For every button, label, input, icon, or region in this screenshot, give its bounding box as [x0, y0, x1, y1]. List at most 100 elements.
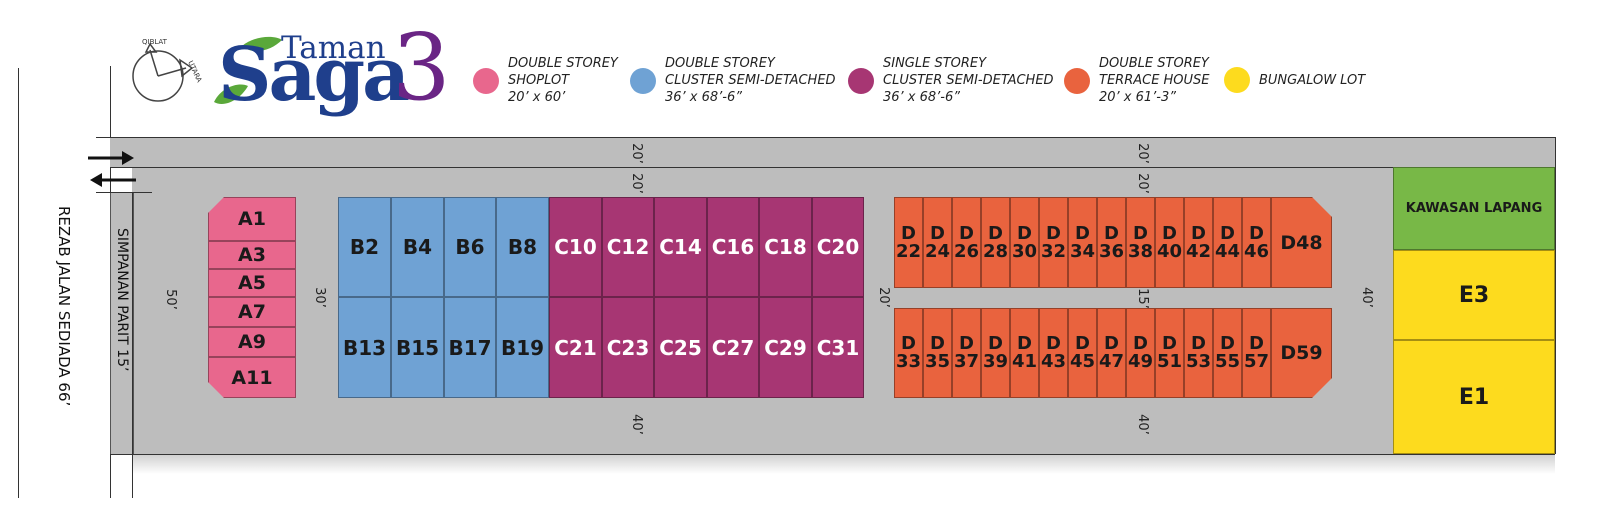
lot-number: 40 — [1156, 240, 1183, 262]
lot-a5[interactable]: A5 — [208, 269, 296, 297]
legend-swatch — [848, 68, 874, 94]
lot-c27[interactable]: C27 — [707, 297, 759, 398]
lot-e3[interactable]: E3 — [1393, 250, 1555, 340]
lot-prefix: D — [1220, 222, 1235, 244]
lot-number: 45 — [1069, 351, 1096, 372]
lot-prefix: D — [901, 333, 916, 354]
lot-b17[interactable]: B17 — [444, 297, 496, 398]
boundary-line — [96, 137, 1555, 138]
lot-number: 39 — [982, 351, 1009, 372]
lot-b2[interactable]: B2 — [338, 197, 391, 297]
lot-prefix: D — [1191, 222, 1206, 244]
lot-a3[interactable]: A3 — [208, 241, 296, 269]
lot-a7[interactable]: A7 — [208, 297, 296, 327]
lot-d59[interactable]: D59 — [1271, 308, 1332, 398]
dimension-label: 40’ — [1358, 287, 1374, 308]
legend-swatch — [473, 68, 499, 94]
lot-prefix: D — [1162, 333, 1177, 354]
lot-c21[interactable]: C21 — [549, 297, 602, 398]
lot-number: 43 — [1040, 351, 1067, 372]
lot-c14[interactable]: C14 — [654, 197, 707, 297]
lot-number: 53 — [1185, 351, 1212, 372]
lot-b15[interactable]: B15 — [391, 297, 444, 398]
boundary-line — [110, 454, 1555, 455]
lane-label: SIMPANAN PARIT 15’ — [114, 228, 130, 372]
legend-swatch — [630, 68, 656, 94]
arrow-right-icon — [88, 151, 134, 165]
lot-b4[interactable]: B4 — [391, 197, 444, 297]
lot-prefix: D — [988, 222, 1003, 244]
lot-b19[interactable]: B19 — [496, 297, 549, 398]
lot-b6[interactable]: B6 — [444, 197, 496, 297]
lot-prefix: D — [1017, 333, 1032, 354]
lot-prefix: D — [930, 222, 945, 244]
lot-number: 35 — [924, 351, 951, 372]
lot-c31[interactable]: C31 — [812, 297, 864, 398]
legend-line: CLUSTER SEMI-DETACHED — [883, 73, 1054, 88]
legend-line: DOUBLE STOREY — [1099, 56, 1209, 71]
lot-number: 41 — [1011, 351, 1038, 372]
legend-line: DOUBLE STOREY — [508, 56, 618, 71]
dimension-label: 40’ — [628, 414, 644, 435]
lot-prefix: D — [1133, 333, 1148, 354]
legend-line: 20’ x 61’-3” — [1099, 90, 1177, 105]
lot-c18[interactable]: C18 — [759, 197, 812, 297]
lot-c25[interactable]: C25 — [654, 297, 707, 398]
lot-c20[interactable]: C20 — [812, 197, 864, 297]
lot-c10[interactable]: C10 — [549, 197, 602, 297]
legend-swatch — [1064, 68, 1090, 94]
lot-prefix: D — [959, 333, 974, 354]
lot-a1[interactable]: A1 — [208, 197, 296, 241]
dimension-label: 15’ — [1134, 288, 1150, 309]
arrow-left-icon — [90, 173, 136, 187]
legend-line: 36’ x 68’-6” — [883, 90, 961, 105]
lot-number: 42 — [1185, 240, 1212, 262]
lot-d48[interactable]: D48 — [1271, 197, 1332, 288]
legend-line: SINGLE STOREY — [883, 56, 987, 71]
lot-c12[interactable]: C12 — [602, 197, 654, 297]
dimension-label: 40’ — [1134, 414, 1150, 435]
lot-prefix: D — [1046, 333, 1061, 354]
legend-line: BUNGALOW LOT — [1259, 73, 1366, 88]
boundary-line — [1555, 137, 1556, 454]
dimension-label: 30’ — [311, 287, 327, 308]
lot-b8[interactable]: B8 — [496, 197, 549, 297]
open-space-area[interactable]: KAWASAN LAPANG — [1393, 167, 1555, 250]
lot-number: 38 — [1127, 240, 1154, 262]
lot-c16[interactable]: C16 — [707, 197, 759, 297]
lot-number: 26 — [953, 240, 980, 262]
lot-e1[interactable]: E1 — [1393, 340, 1555, 454]
lot-b13[interactable]: B13 — [338, 297, 391, 398]
lot-number: 37 — [953, 351, 980, 372]
lot-c29[interactable]: C29 — [759, 297, 812, 398]
lot-a11[interactable]: A11 — [208, 357, 296, 398]
lot-a9[interactable]: A9 — [208, 327, 296, 357]
lot-c23[interactable]: C23 — [602, 297, 654, 398]
